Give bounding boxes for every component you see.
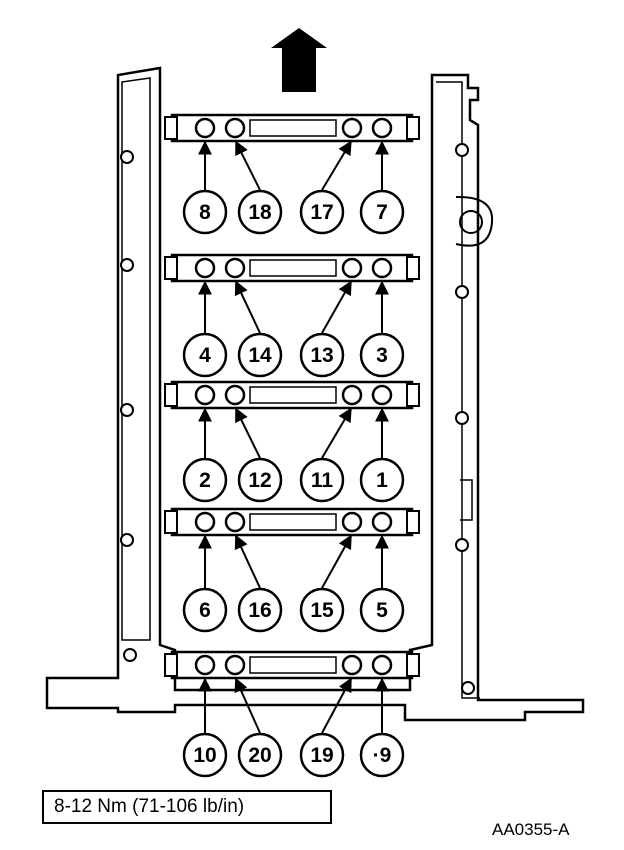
sequence-number: 18	[248, 201, 272, 224]
sequence-number: 3	[376, 344, 388, 367]
sequence-number: 15	[310, 599, 334, 622]
sequence-number: 13	[310, 344, 333, 367]
bearing-cap-tab-left	[164, 256, 178, 280]
sequence-arrow	[234, 677, 261, 734]
sequence-arrow	[234, 407, 261, 459]
bolt-hole	[194, 257, 216, 279]
sequence-circle	[237, 732, 283, 778]
sequence-arrow	[234, 280, 261, 334]
sequence-arrow	[321, 407, 352, 459]
sequence-circle	[237, 457, 283, 503]
front-direction-arrow	[271, 28, 327, 92]
sequence-number: 16	[248, 599, 271, 622]
bolt-hole	[341, 384, 363, 406]
sequence-number: 7	[376, 201, 388, 224]
bolt-hole	[224, 117, 246, 139]
sequence-number: 1	[376, 469, 388, 492]
bolt-hole	[194, 384, 216, 406]
sequence-number: 17	[310, 201, 333, 224]
bearing-cap-tab-right	[406, 116, 420, 140]
bearing-cap-tab-right	[406, 510, 420, 534]
bearing-cap-slot	[249, 656, 337, 674]
sequence-arrow	[234, 534, 261, 589]
torque-spec-box: 8-12 Nm (71-106 lb/in)	[42, 790, 332, 824]
sequence-circle	[299, 587, 345, 633]
sequence-number: 10	[193, 744, 216, 767]
bolt-hole	[341, 654, 363, 676]
block-outline	[45, 66, 585, 722]
sequence-number: 8	[199, 201, 211, 224]
bolt-hole	[341, 257, 363, 279]
bearing-cap-tab-left	[164, 116, 178, 140]
sequence-arrow	[321, 140, 352, 191]
bearing-cap-slot	[249, 259, 337, 277]
bolt-hole	[224, 257, 246, 279]
bolt-hole	[371, 257, 393, 279]
bearing-cap-tab-left	[164, 653, 178, 677]
bolt-hole	[371, 384, 393, 406]
bearing-cap-tab-left	[164, 383, 178, 407]
bearing-cap-tab-right	[406, 256, 420, 280]
sequence-circle	[299, 189, 345, 235]
bolt-hole	[194, 117, 216, 139]
sequence-circle	[299, 457, 345, 503]
sequence-number: ·9	[373, 744, 392, 767]
bearing-cap-slot	[249, 513, 337, 531]
bearing-cap-tab-left	[164, 510, 178, 534]
sequence-number: 12	[248, 469, 271, 492]
sequence-circle	[182, 457, 228, 503]
bolt-hole	[341, 117, 363, 139]
side-holes	[120, 143, 475, 695]
sequence-circle	[359, 587, 405, 633]
sequence-circle	[237, 332, 283, 378]
sequence-circle	[182, 332, 228, 378]
sequence-circle	[237, 189, 283, 235]
sequence-arrow	[321, 280, 352, 334]
sequence-number: 20	[248, 744, 271, 767]
bolt-hole	[194, 654, 216, 676]
bearing-cap-slot	[249, 119, 337, 137]
sequence-number: 19	[310, 744, 333, 767]
sequence-arrow	[321, 677, 352, 734]
bearing-cap-4: 6 16 15 5	[164, 507, 420, 633]
sequence-circle	[237, 587, 283, 633]
bearing-cap-slot	[249, 386, 337, 404]
bolt-hole	[224, 511, 246, 533]
sequence-number: 14	[248, 344, 272, 367]
sequence-circle	[359, 332, 405, 378]
bearing-cap-tab-right	[406, 653, 420, 677]
sequence-arrow	[234, 140, 261, 191]
sequence-circle	[359, 189, 405, 235]
bolt-hole	[371, 117, 393, 139]
sequence-circle	[299, 732, 345, 778]
bolt-hole	[194, 511, 216, 533]
sequence-circle	[359, 457, 405, 503]
bolt-hole	[341, 511, 363, 533]
bolt-hole	[371, 511, 393, 533]
bearing-cap-1: 8 18 17 7	[164, 113, 420, 235]
figure-id: AA0355-A	[492, 820, 570, 839]
sequence-arrow	[321, 534, 352, 589]
sequence-circle	[359, 732, 405, 778]
sequence-circle	[182, 587, 228, 633]
sequence-circle	[182, 189, 228, 235]
sequence-circle	[182, 732, 228, 778]
bolt-hole	[224, 384, 246, 406]
sequence-number: 2	[199, 469, 211, 492]
bearing-cap-tab-right	[406, 383, 420, 407]
bolt-hole	[371, 654, 393, 676]
sequence-number: 11	[311, 469, 334, 492]
bearing-cap-2: 4 14 13 3	[164, 253, 420, 378]
sequence-number: 6	[199, 599, 211, 622]
sequence-number: 4	[199, 344, 211, 367]
sequence-circle	[299, 332, 345, 378]
torque-spec-text: 8-12 Nm (71-106 lb/in)	[54, 796, 245, 817]
sequence-number: 5	[376, 599, 388, 622]
bolt-hole	[224, 654, 246, 676]
bearing-cap-5: 10 20 19 ·9	[164, 650, 420, 778]
